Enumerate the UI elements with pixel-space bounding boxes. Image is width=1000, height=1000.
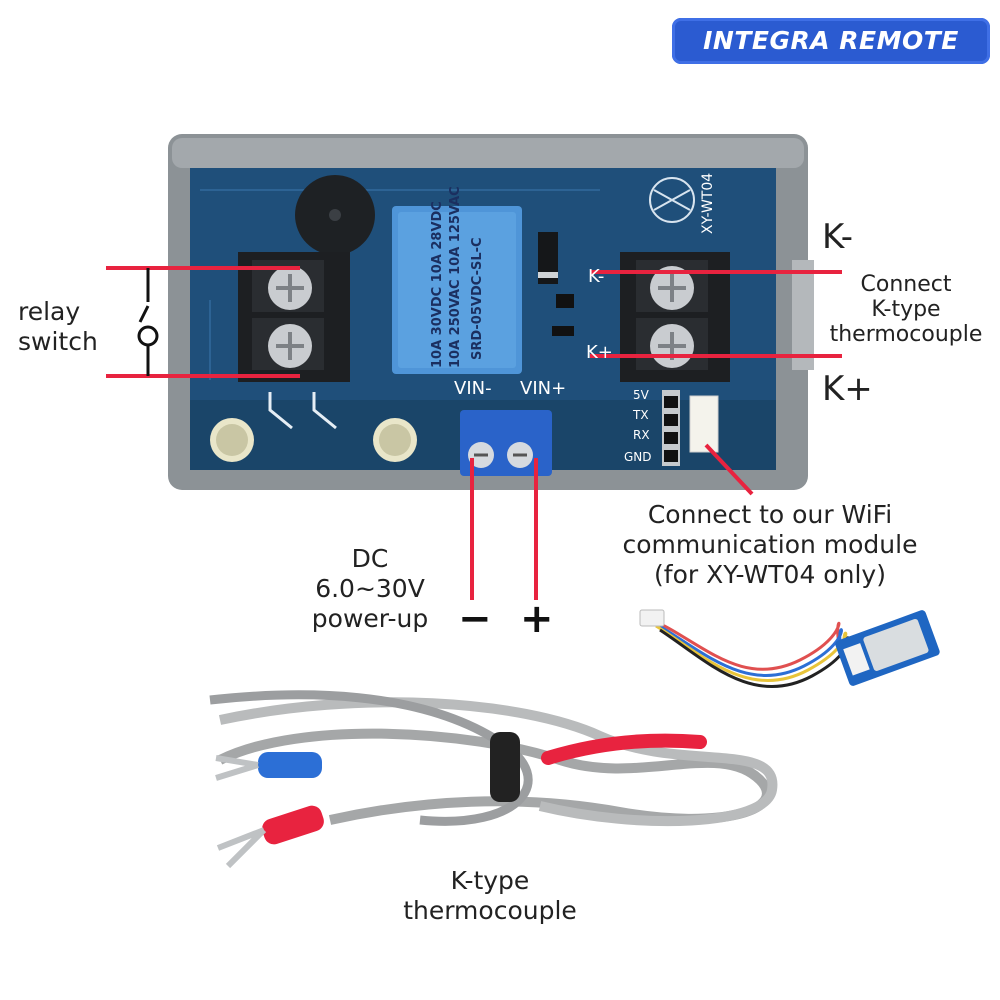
capacitor (373, 418, 417, 462)
brand-logo-text: INTEGRA REMOTE (703, 26, 959, 55)
pcb-k-plus: K+ (586, 342, 613, 363)
k-minus-label: K- (822, 217, 853, 257)
relay-print-3: 10A 30VDC 10A 28VDC (430, 201, 445, 368)
diode (538, 232, 558, 284)
relay-switch-symbol (137, 268, 159, 376)
uart-header (662, 390, 719, 466)
dc-minus-sign: − (458, 596, 492, 642)
dc-power-label: DC 6.0~30V power-up (311, 544, 429, 633)
capacitor (210, 418, 254, 462)
wifi-leader (704, 443, 754, 496)
thermocouple-probe (209, 690, 778, 869)
board-model: XY-WT04 (700, 172, 716, 234)
dc-plus-sign: + (520, 596, 554, 642)
pcb-k-minus: K- (588, 266, 605, 287)
brand-logo: INTEGRA REMOTE (672, 18, 990, 64)
pin-label-rx: RX (633, 428, 650, 442)
pin-label-gnd: GND (624, 450, 652, 464)
wifi-module-label: Connect to our WiFi communication module… (622, 500, 918, 589)
relay-print-1: SRD-05VDC-SL-C (470, 237, 485, 360)
pcb-vin-plus: VIN+ (520, 378, 567, 399)
connect-thermocouple-label: Connect K-type thermocouple (829, 272, 983, 347)
pin-label-tx: TX (633, 408, 649, 422)
pcb-logo-icon (649, 177, 695, 223)
relay-print-2: 10A 250VAC 10A 125VAC (448, 186, 463, 368)
relay-switch-label: relay switch (18, 297, 98, 356)
dc-power-terminal (460, 410, 552, 476)
relay-component (392, 206, 522, 374)
k-plus-label: K+ (822, 369, 873, 409)
relay-terminal-block (238, 252, 350, 382)
thermocouple-label: K-type thermocouple (403, 866, 577, 925)
pcb-vin-minus: VIN- (454, 378, 492, 399)
pin-label-5v: 5V (633, 388, 649, 402)
wifi-module (639, 609, 940, 689)
